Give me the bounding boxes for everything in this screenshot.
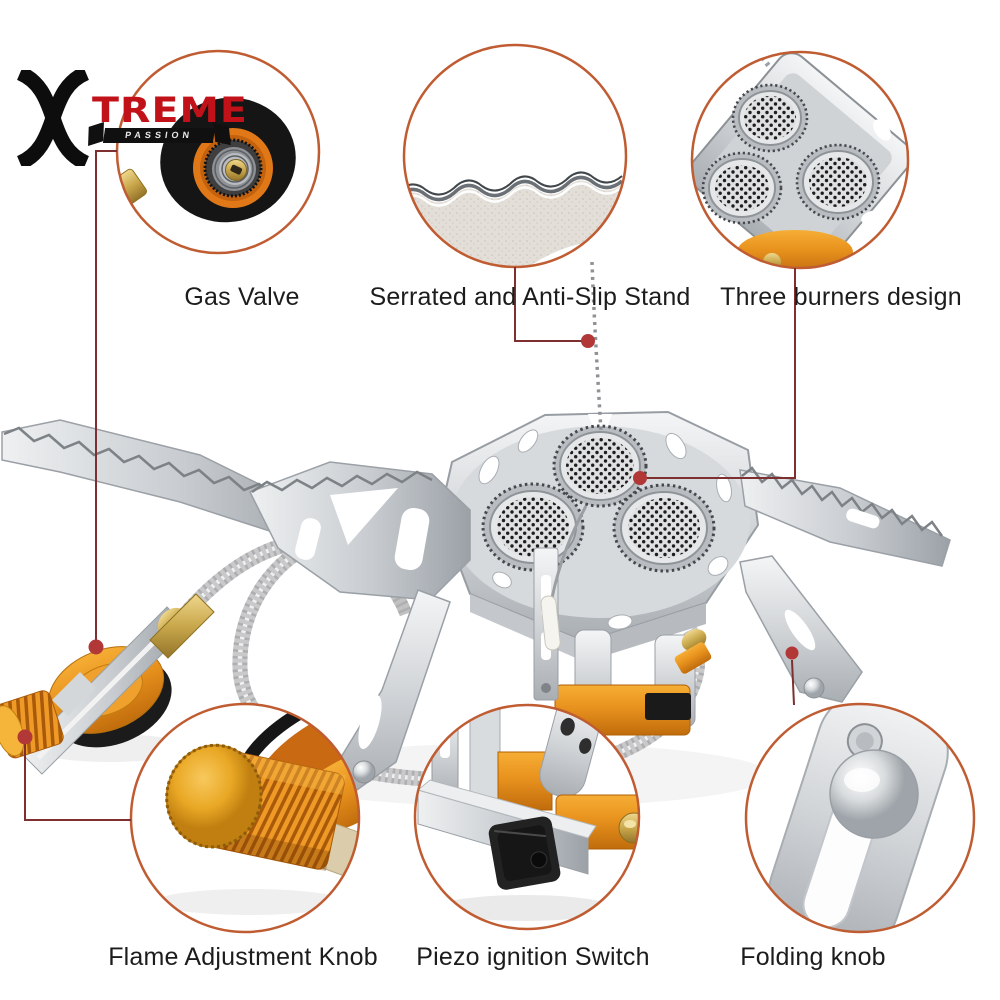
ignition-electrode — [540, 505, 588, 651]
leader-line-gas-valve — [95, 150, 117, 644]
banner-wing-left-icon — [88, 121, 104, 147]
leader-dots — [17, 334, 799, 745]
callout-circle-flame-knob — [129, 702, 361, 934]
electrode-wire — [590, 261, 603, 433]
leader-dot-folding-knob — [785, 646, 799, 660]
logo-x-mark — [16, 70, 90, 166]
stove-legs — [331, 555, 863, 793]
callout-circle-three-burners — [690, 50, 910, 270]
flame-adjustment-knob — [0, 690, 64, 759]
brand-logo: X TREME PASSION — [16, 70, 256, 166]
leader-dot-flame-knob — [17, 729, 33, 745]
flame-knob-closeup — [129, 702, 361, 934]
burner-head-top — [552, 424, 648, 508]
leader-line-flame-knob — [24, 744, 131, 821]
burner-head-left — [481, 482, 585, 572]
leader-dot-serrated-stand — [581, 334, 595, 348]
product-photo — [0, 261, 951, 807]
leader-line-folding-knob — [791, 659, 795, 706]
pot-support-right — [739, 466, 951, 567]
label-gas-valve: Gas Valve — [184, 283, 300, 311]
label-flame-knob: Flame Adjustment Knob — [108, 943, 378, 971]
logo-tagline: PASSION — [124, 130, 194, 140]
three-burners-closeup — [690, 50, 910, 270]
leader-dot-gas-valve — [88, 639, 104, 655]
leader-line-serrated-stand — [514, 267, 584, 342]
label-three-burners: Three burners design — [720, 283, 962, 311]
label-serrated-stand: Serrated and Anti-Slip Stand — [369, 283, 691, 311]
serrated-stand-closeup — [402, 43, 628, 269]
leader-dot-three-burners — [633, 471, 647, 485]
logo-banner: PASSION — [102, 128, 216, 143]
leader-lines — [24, 150, 796, 821]
burner-head-right — [612, 483, 716, 573]
callout-circle-folding-knob — [744, 702, 976, 934]
gas-valve-assembly — [0, 593, 215, 775]
callout-circle-piezo-switch — [413, 703, 641, 931]
label-piezo-switch: Piezo ignition Switch — [416, 943, 650, 971]
folding-knob-closeup — [744, 702, 976, 934]
piezo-switch-closeup — [413, 703, 641, 931]
banner-wing-right-icon — [213, 122, 231, 146]
pot-support-left — [248, 461, 471, 601]
leader-line-three-burners — [644, 268, 796, 479]
label-folding-knob: Folding knob — [740, 943, 886, 971]
